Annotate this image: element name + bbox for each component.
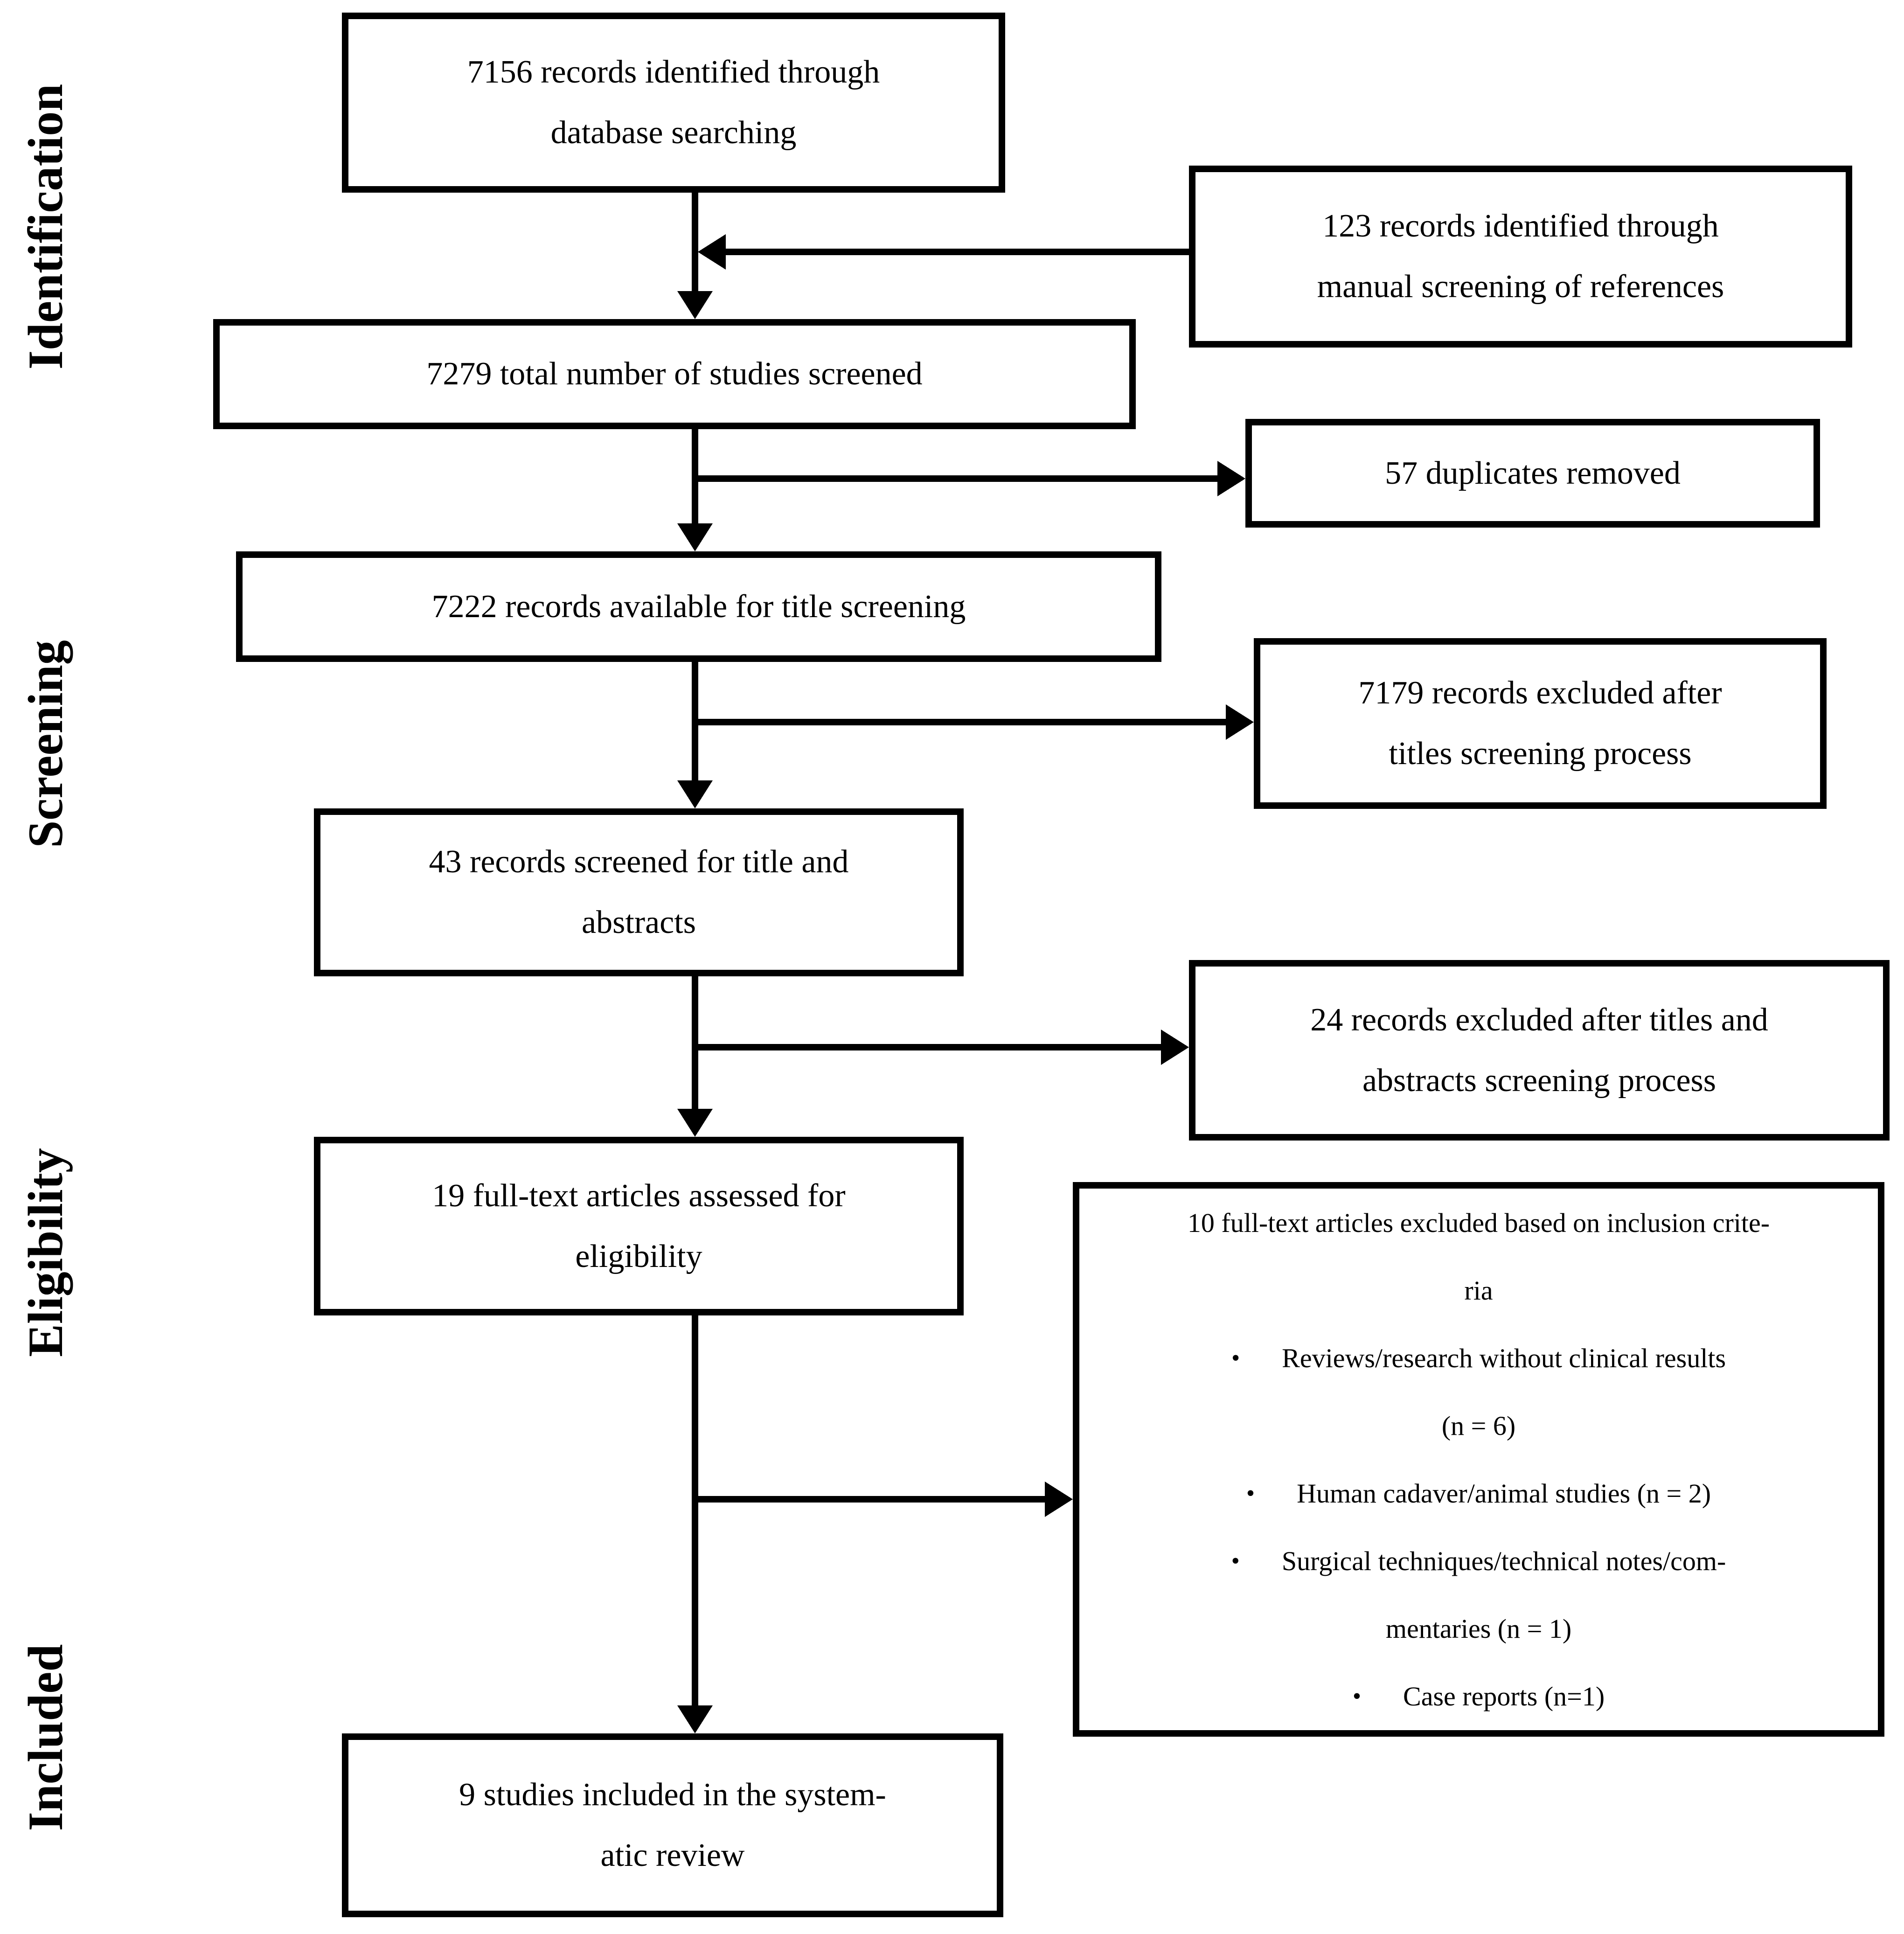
box-records-identified-manual: 123 records identified through manual sc…	[1189, 166, 1852, 348]
arrow-abstract-to-fulltext-head	[677, 1109, 713, 1137]
box-text-line: 24 records excluded after titles and	[1310, 1002, 1768, 1038]
box-studies-included: 9 studies included in the system- atic r…	[342, 1733, 1003, 1917]
box-text-line: 7156 records identified through	[467, 54, 880, 90]
box-text-line: 10 full-text articles excluded based on …	[1187, 1207, 1770, 1238]
arrow-title-to-abstract-head	[677, 780, 713, 808]
arrow-manual-to-flow-head	[698, 234, 726, 270]
box-text-line: 7222 records available for title screeni…	[431, 588, 966, 625]
section-label-included: Included	[18, 1644, 73, 1831]
box-records-identified-database: 7156 records identified through database…	[342, 13, 1005, 193]
box-text-line: abstracts	[582, 904, 696, 940]
bullet-icon: •	[1231, 1547, 1240, 1574]
box-text-line: abstracts screening process	[1362, 1062, 1716, 1099]
bullet-icon: •	[1352, 1683, 1362, 1710]
arrow-db-to-total-head	[677, 291, 713, 319]
box-text-line: 7279 total number of studies screened	[426, 356, 923, 392]
box-text-line: 7179 records excluded after	[1358, 675, 1722, 711]
bullet-item: • Case reports (n=1)	[1098, 1663, 1859, 1730]
bullet-item: • Reviews/research without clinical resu…	[1098, 1324, 1859, 1392]
branch-titles-excluded-head	[1226, 704, 1254, 740]
bullet-text: Case reports (n=1)	[1403, 1681, 1605, 1711]
bullet-text: Reviews/research without clinical result…	[1282, 1343, 1726, 1373]
branch-abstracts-excluded-head	[1161, 1030, 1189, 1065]
bullet-text: Surgical techniques/technical notes/com-	[1281, 1545, 1726, 1576]
box-records-title-screening: 7222 records available for title screeni…	[236, 551, 1161, 662]
box-text-line: 9 studies included in the system-	[459, 1777, 886, 1813]
box-duplicates-removed: 57 duplicates removed	[1245, 419, 1820, 528]
box-text-line: atic review	[600, 1837, 745, 1873]
bullet-icon: •	[1246, 1480, 1255, 1507]
box-text-line: 57 duplicates removed	[1385, 455, 1681, 491]
box-records-excluded-titles: 7179 records excluded after titles scree…	[1254, 638, 1827, 809]
branch-fulltext-excluded-head	[1045, 1482, 1073, 1517]
arrow-fulltext-to-included-head	[677, 1705, 713, 1733]
bullet-text: Human cadaver/animal studies (n = 2)	[1297, 1478, 1711, 1509]
box-text-line: ria	[1464, 1275, 1493, 1306]
box-total-studies-screened: 7279 total number of studies screened	[213, 319, 1136, 429]
bullet-text-continued: mentaries (n = 1)	[1385, 1613, 1572, 1644]
box-text-line: 19 full-text articles assessed for	[432, 1177, 846, 1214]
bullet-text-continued: (n = 6)	[1441, 1410, 1516, 1441]
bullet-item: • Human cadaver/animal studies (n = 2)	[1098, 1460, 1859, 1527]
box-text-line: 43 records screened for title and	[429, 844, 849, 880]
branch-duplicates-head	[1217, 461, 1245, 496]
bullet-item: • Surgical techniques/technical notes/co…	[1098, 1527, 1859, 1595]
box-text-line: eligibility	[575, 1238, 702, 1274]
arrow-total-to-title-head	[677, 523, 713, 551]
box-records-screened-title-abstract: 43 records screened for title and abstra…	[314, 808, 964, 976]
box-fulltext-assessed: 19 full-text articles assessed for eligi…	[314, 1137, 964, 1315]
box-text-line: database searching	[550, 115, 797, 151]
box-records-excluded-abstracts: 24 records excluded after titles and abs…	[1189, 960, 1890, 1141]
bullet-icon: •	[1231, 1344, 1240, 1371]
box-text-line: 123 records identified through	[1322, 208, 1719, 244]
box-fulltext-excluded: 10 full-text articles excluded based on …	[1073, 1182, 1884, 1737]
box-text-line: manual screening of references	[1317, 269, 1724, 305]
box-text-line: titles screening process	[1389, 736, 1692, 772]
